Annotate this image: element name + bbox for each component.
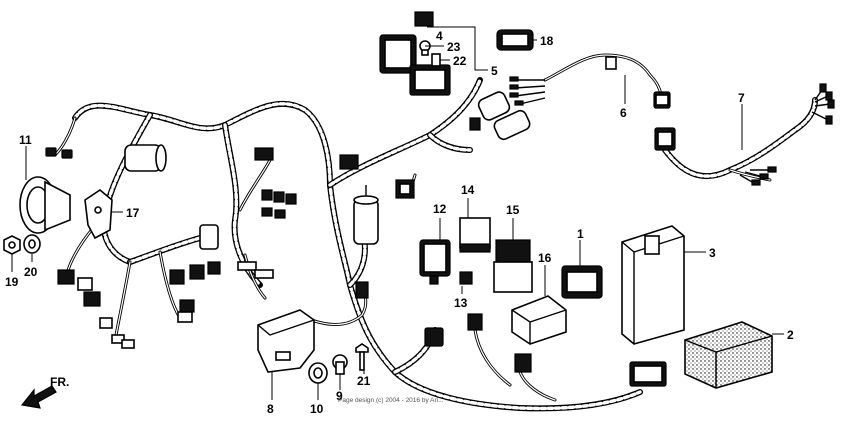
relay-4 bbox=[414, 11, 434, 27]
grommet-10 bbox=[308, 362, 328, 384]
connector-cluster-left bbox=[57, 224, 221, 349]
connector-block-top bbox=[339, 34, 451, 199]
callout-20: 20 bbox=[24, 265, 38, 279]
collar-9 bbox=[332, 354, 348, 375]
callout-21: 21 bbox=[357, 374, 371, 388]
callout-3: 3 bbox=[709, 246, 716, 260]
callout-1: 1 bbox=[577, 227, 584, 241]
relay-12 bbox=[419, 239, 451, 285]
callout-10: 10 bbox=[310, 402, 324, 416]
fuse-22 bbox=[431, 53, 441, 67]
direction-label: FR. bbox=[50, 375, 69, 389]
callout-18: 18 bbox=[540, 34, 554, 48]
connector-1 bbox=[561, 265, 603, 299]
watermark: Page design (c) 2004 - 2016 by Ari... bbox=[338, 397, 444, 404]
callout-2: 2 bbox=[787, 328, 794, 342]
connectors-bottom bbox=[355, 281, 667, 387]
ignitors-mid bbox=[469, 91, 531, 141]
washer-20 bbox=[23, 234, 41, 254]
callout-5: 5 bbox=[491, 64, 498, 78]
callout-19: 19 bbox=[5, 275, 19, 289]
relay-16 bbox=[511, 295, 567, 345]
horn-bracket-17 bbox=[84, 189, 113, 240]
callout-11: 11 bbox=[19, 133, 32, 147]
cover-2 bbox=[684, 321, 773, 389]
callout-6: 6 bbox=[620, 106, 627, 120]
callout-9: 9 bbox=[336, 389, 343, 403]
callout-8: 8 bbox=[267, 402, 274, 416]
sub-harness-6 bbox=[509, 53, 671, 109]
callout-leaders bbox=[11, 26, 784, 400]
sub-harness-7 bbox=[654, 83, 835, 186]
relay-14 bbox=[459, 217, 491, 253]
callout-22: 22 bbox=[453, 54, 467, 68]
callout-16: 16 bbox=[538, 251, 552, 265]
bolt-21 bbox=[355, 343, 369, 371]
terminals-left-mid bbox=[237, 261, 274, 279]
nut-19 bbox=[3, 235, 21, 255]
front-direction-arrow-icon bbox=[20, 385, 57, 409]
horn-11 bbox=[19, 147, 73, 234]
bulb-23 bbox=[419, 40, 431, 56]
callout-15: 15 bbox=[506, 203, 520, 217]
relay-13 bbox=[459, 271, 473, 285]
ecu-8 bbox=[257, 309, 315, 373]
callout-23: 23 bbox=[447, 40, 461, 54]
callout-7: 7 bbox=[738, 91, 745, 105]
holder-18 bbox=[496, 29, 534, 51]
callout-numbers: 11 17 19 20 12 14 15 13 16 1 3 2 18 4 23… bbox=[5, 29, 794, 416]
callout-13: 13 bbox=[454, 296, 468, 310]
callout-17: 17 bbox=[126, 206, 140, 220]
callout-14: 14 bbox=[461, 183, 475, 197]
connector-group-top bbox=[254, 147, 297, 219]
callout-4: 4 bbox=[436, 29, 443, 43]
callout-12: 12 bbox=[433, 202, 447, 216]
relay-15 bbox=[493, 239, 533, 293]
condenser-cylinder bbox=[353, 185, 379, 245]
control-unit-3 bbox=[621, 225, 685, 345]
filter-cylinder-top bbox=[124, 144, 167, 172]
